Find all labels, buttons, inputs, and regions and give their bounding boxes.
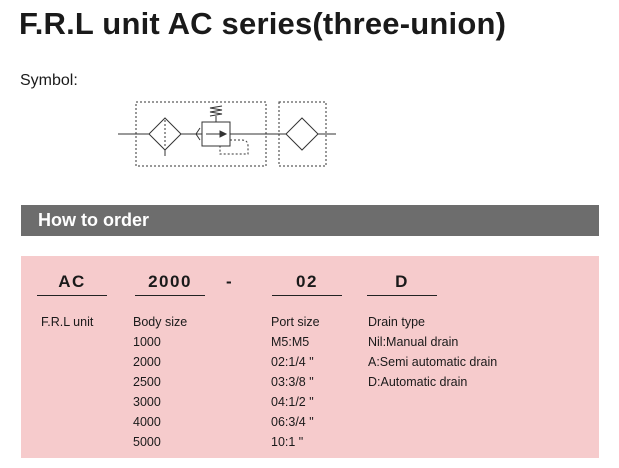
code-body-size-value: 2000 [148, 272, 192, 291]
drain-type-column: Drain type Nil:Manual drain A:Semi autom… [368, 312, 497, 392]
list-item: M5:M5 [271, 335, 310, 349]
list-item: 06:3/4 " [271, 415, 314, 429]
body-size-header: Body size [133, 315, 188, 329]
code-series-value: AC [58, 272, 86, 291]
list-item: 5000 [133, 435, 161, 449]
frl-symbol-diagram [118, 101, 336, 167]
page-title: F.R.L unit AC series(three-union) [19, 6, 507, 41]
code-drain-type: D [367, 270, 437, 296]
code-port-size: 02 [272, 270, 342, 296]
list-item: 4000 [133, 415, 161, 429]
list-item: 2500 [133, 375, 161, 389]
code-separator: - [226, 272, 232, 291]
how-to-order-panel: AC 2000 - 02 D F.R.L unit Body size 1000… [21, 256, 599, 458]
list-item: 10:1 " [271, 435, 304, 449]
series-column: F.R.L unit [41, 312, 93, 332]
list-item: 03:3/8 " [271, 375, 314, 389]
list-item: Nil:Manual drain [368, 335, 459, 349]
code-body-size-underline [135, 295, 205, 296]
list-item: 2000 [133, 355, 161, 369]
code-series-underline [37, 295, 107, 296]
code-drain-type-value: D [395, 272, 409, 291]
list-item: D:Automatic drain [368, 375, 468, 389]
port-size-column: Port size M5:M5 02:1/4 " 03:3/8 " 04:1/2… [271, 312, 320, 452]
code-drain-type-underline [367, 295, 437, 296]
list-item: 3000 [133, 395, 161, 409]
drain-type-header: Drain type [368, 315, 425, 329]
body-size-column: Body size 1000 2000 2500 3000 4000 5000 [133, 312, 187, 452]
list-item: A:Semi automatic drain [368, 355, 498, 369]
list-item: 02:1/4 " [271, 355, 314, 369]
list-item: 04:1/2 " [271, 395, 314, 409]
series-header: F.R.L unit [41, 315, 94, 329]
how-to-order-header: How to order [21, 205, 599, 236]
lubricator-symbol [285, 117, 319, 151]
port-size-header: Port size [271, 315, 320, 329]
code-body-size: 2000 [135, 270, 205, 296]
code-series: AC [37, 270, 107, 296]
code-port-size-underline [272, 295, 342, 296]
code-port-size-value: 02 [296, 272, 318, 291]
symbol-label: Symbol: [20, 72, 78, 89]
list-item: 1000 [133, 335, 161, 349]
